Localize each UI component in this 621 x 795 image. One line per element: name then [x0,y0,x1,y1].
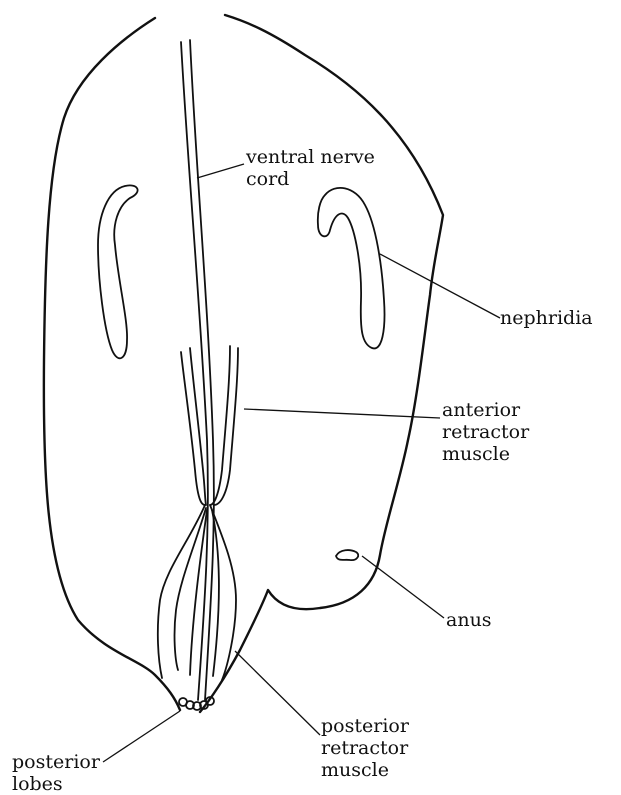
label-anterior-retractor-line-2: retractor [442,421,529,443]
body-outline [44,15,443,712]
label-anus: anus [446,609,492,631]
label-ventral-nerve-cord-line-1: ventral nerve [246,146,375,168]
label-posterior-retractor-line-2: retractor [321,737,409,759]
label-anus-line-1: anus [446,609,492,631]
label-ventral-nerve-cord: ventral nerve cord [246,146,375,190]
right-nephridium [318,188,385,349]
left-nephridium [98,185,138,358]
label-posterior-retractor-line-1: posterior [321,715,409,737]
leader-ventral-nerve-cord [197,164,244,178]
label-nephridia: nephridia [500,307,593,329]
leader-posterior-retractor [235,651,320,735]
ventral-nerve-cord-inner [190,40,214,700]
leader-nephridia [380,254,500,318]
label-posterior-lobes-line-2: lobes [12,773,100,795]
leader-anterior-retractor [244,409,440,418]
label-posterior-lobes-line-1: posterior [12,751,100,773]
anus [336,550,358,560]
label-posterior-lobes: posterior lobes [12,751,100,795]
leader-anus [362,556,444,618]
label-anterior-retractor-line-1: anterior [442,399,529,421]
label-nephridia-line-1: nephridia [500,307,593,329]
leader-posterior-lobes [103,711,180,762]
label-anterior-retractor-line-3: muscle [442,443,529,465]
label-anterior-retractor-muscle: anterior retractor muscle [442,399,529,465]
label-posterior-retractor-line-3: muscle [321,759,409,781]
label-posterior-retractor-muscle: posterior retractor muscle [321,715,409,781]
label-ventral-nerve-cord-line-2: cord [246,168,375,190]
ventral-nerve-cord [181,42,208,700]
